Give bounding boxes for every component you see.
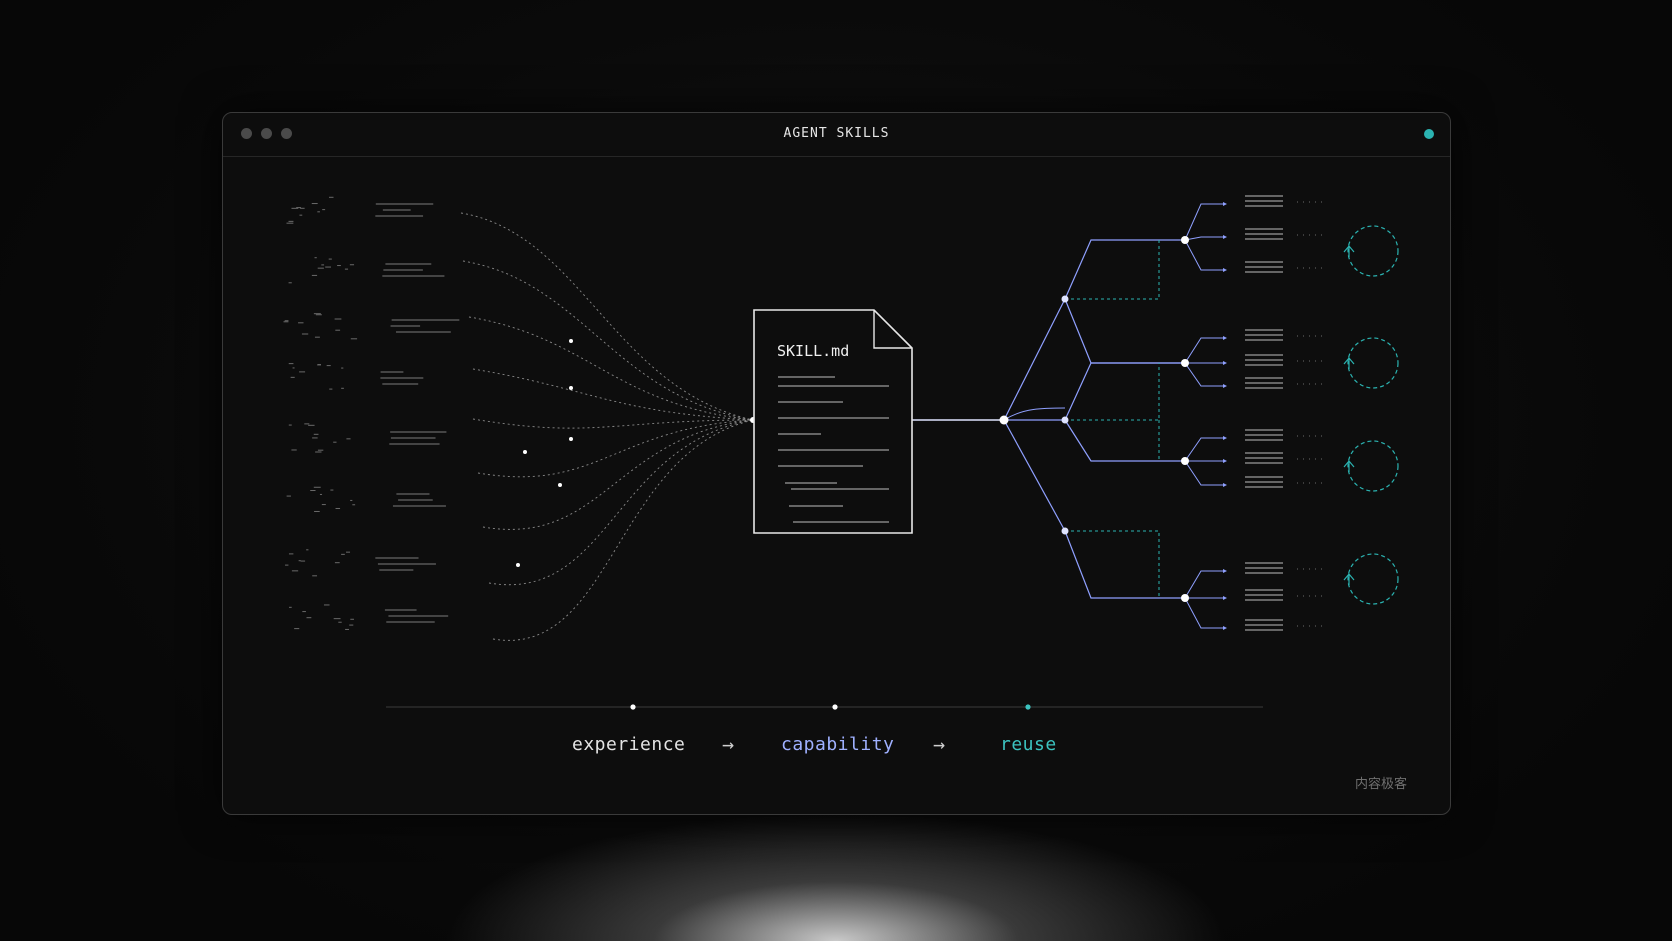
converging-curve [462, 260, 754, 421]
flow-step-reuse: reuse [1000, 734, 1057, 755]
leaf-branch [1184, 437, 1223, 462]
app-window: AGENT SKILLS SKILL.md [222, 112, 1451, 815]
document-filename: SKILL.md [777, 342, 849, 360]
tree-hub-node [1061, 416, 1069, 424]
window-maximize-button[interactable] [281, 128, 292, 139]
document-fold [873, 310, 912, 349]
experience-node [523, 450, 527, 454]
dashed-connector [1065, 240, 1160, 300]
reuse-loop-icon [1347, 440, 1399, 492]
title-bar: AGENT SKILLS [223, 113, 1450, 157]
converging-curve [472, 418, 754, 429]
reuse-arrow-icon [1343, 357, 1355, 369]
leaf-arrowhead [1223, 436, 1227, 440]
tree-root-node [999, 415, 1009, 425]
leaf-arrowhead [1223, 361, 1227, 365]
reuse-arrow-icon [1343, 460, 1355, 472]
tree-branch [1003, 419, 1066, 532]
window-minimize-button[interactable] [261, 128, 272, 139]
leaf-arrowhead [1223, 626, 1227, 630]
converging-curve [460, 212, 754, 421]
skill-document[interactable]: SKILL.md [753, 309, 913, 534]
timeline-dot-experience [630, 704, 636, 710]
tree-branch [1064, 298, 1185, 364]
leaf-branch [1184, 337, 1223, 364]
status-indicator [1424, 129, 1434, 139]
converging-curve [488, 419, 754, 586]
reuse-loop-icon [1347, 225, 1399, 277]
tree-hub-node [1061, 527, 1069, 535]
leaf-branch [1184, 460, 1223, 486]
tree-leaf-node [1181, 457, 1189, 465]
dashed-connector [1065, 530, 1160, 598]
experience-node [569, 437, 573, 441]
reuse-loop-icon [1347, 337, 1399, 389]
tree-branch [1064, 362, 1185, 421]
flow-arrow-2: → [933, 732, 946, 756]
tree-branch [1003, 298, 1066, 421]
leaf-branch [1184, 362, 1223, 387]
timeline-dot-capability [832, 704, 838, 710]
leaf-arrowhead [1223, 459, 1227, 463]
leaf-arrowhead [1223, 483, 1227, 487]
converging-curve [492, 419, 754, 641]
flow-step-capability: capability [781, 734, 895, 755]
tree-leaf-node [1181, 359, 1189, 367]
tree-hub-node [1061, 295, 1069, 303]
converging-lines [460, 212, 756, 641]
tree-leaf-node [1181, 236, 1189, 244]
window-title: AGENT SKILLS [783, 126, 890, 141]
capability-tree [912, 195, 1399, 631]
leaf-arrowhead [1223, 384, 1227, 388]
leaf-branch [1184, 236, 1223, 241]
leaf-branch [1184, 570, 1223, 599]
leaf-arrowhead [1223, 268, 1227, 272]
window-close-button[interactable] [241, 128, 252, 139]
leaf-arrowhead [1223, 235, 1227, 239]
reuse-loop-icon [1347, 553, 1399, 605]
dashed-connector [1065, 363, 1160, 421]
reuse-arrow-icon [1343, 573, 1355, 585]
tree-branch [1003, 407, 1066, 421]
reuse-arrow-icon [1343, 245, 1355, 257]
document-text-lines [778, 376, 889, 523]
experience-fragments [283, 196, 460, 630]
leaf-branch [1184, 597, 1223, 629]
leaf-branch [1184, 239, 1223, 271]
document-outline [753, 309, 913, 534]
leaf-branch [1184, 203, 1223, 241]
timeline-dot-reuse [1025, 704, 1031, 710]
tree-branch [1064, 239, 1185, 300]
flow-step-experience: experience [572, 734, 686, 755]
leaf-arrowhead [1223, 336, 1227, 340]
leaf-arrowhead [1223, 202, 1227, 206]
experience-node [569, 339, 573, 343]
experience-node [558, 483, 562, 487]
converging-curve [472, 368, 754, 421]
experience-node [569, 386, 573, 390]
flow-arrow-1: → [722, 732, 735, 756]
tree-branch [1064, 530, 1185, 599]
tree-branch [1064, 419, 1185, 462]
leaf-arrowhead [1223, 569, 1227, 573]
watermark: 内容极客 [1354, 777, 1407, 792]
leaf-arrowhead [1223, 596, 1227, 600]
tree-leaf-node [1181, 594, 1189, 602]
experience-node [516, 563, 520, 567]
converging-curve [468, 316, 754, 421]
skill-diagram: SKILL.md [283, 195, 1399, 710]
